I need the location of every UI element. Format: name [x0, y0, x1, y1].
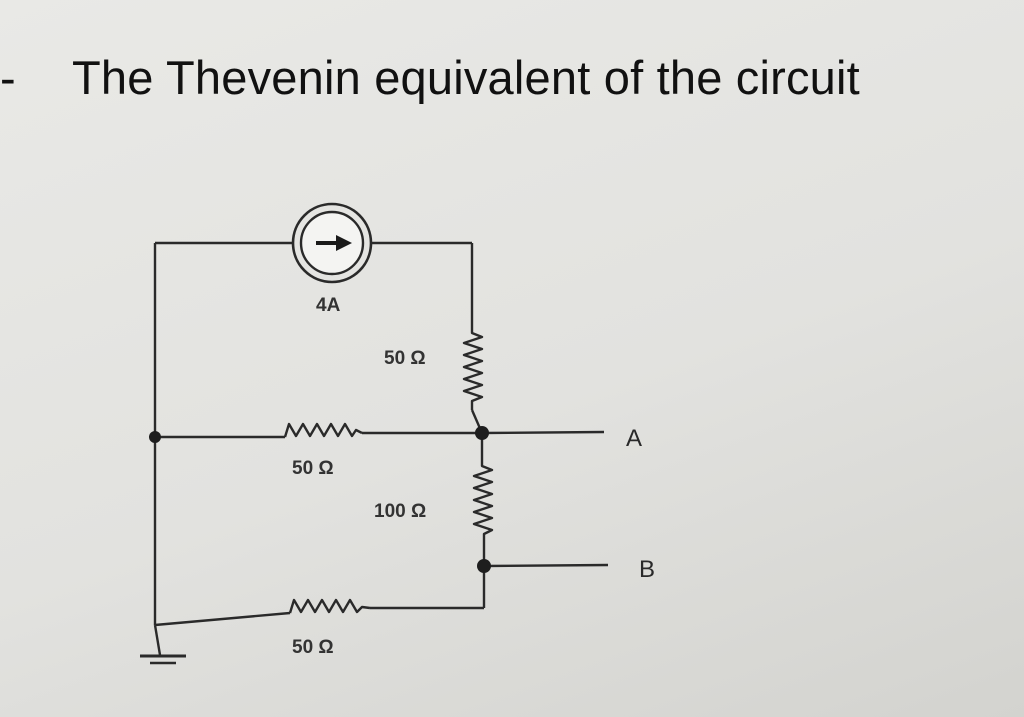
wire-terminal-a	[481, 430, 605, 435]
terminal-b-label: B	[639, 556, 655, 583]
resistor-right-bottom	[472, 460, 494, 545]
node-terminal-a	[475, 426, 489, 440]
node-terminal-b	[477, 559, 491, 573]
resistor-right-top	[462, 325, 484, 410]
arrow-right-icon	[336, 235, 352, 251]
resistor-bottom-label: 50 Ω	[292, 637, 334, 658]
wire-bottom-left	[154, 611, 291, 627]
wire-terminal-b	[483, 563, 609, 568]
heading-text: The Thevenin equivalent of the circuit	[72, 51, 860, 104]
current-source	[291, 202, 373, 284]
resistor-right-top-label: 50 Ω	[384, 348, 426, 369]
resistor-bottom	[288, 598, 371, 614]
resistor-right-bottom-label: 100 Ω	[374, 501, 426, 522]
resistor-middle-label: 50 Ω	[292, 458, 334, 479]
current-source-ring	[291, 202, 373, 284]
heading-bullet: -	[0, 51, 16, 104]
question-heading: - The Thevenin equivalent of the circuit	[0, 42, 1024, 132]
source-label: 4A	[316, 295, 341, 316]
terminal-a-label: A	[626, 425, 642, 452]
resistor-middle	[283, 422, 363, 438]
node-left-middle	[149, 431, 161, 443]
ground-lead	[153, 624, 162, 656]
ground-icon	[140, 624, 186, 665]
